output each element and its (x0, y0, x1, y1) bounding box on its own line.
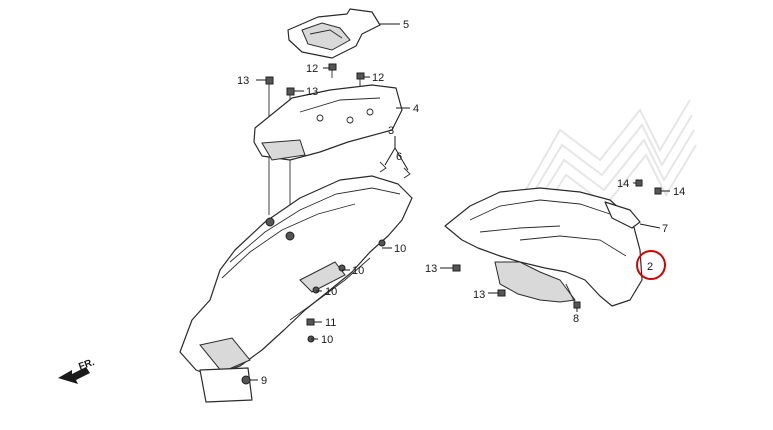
rear-fender-part[interactable] (179, 175, 413, 403)
highlight-circle (636, 250, 666, 280)
clip-6-right[interactable] (403, 167, 411, 179)
callout-6: 6 (396, 151, 402, 163)
callout-13-left: 13 (237, 75, 249, 87)
callout-12-left: 12 (306, 63, 318, 75)
callout-10-c: 10 (325, 286, 337, 298)
bolt-14-right[interactable] (654, 187, 662, 195)
callout-7: 7 (662, 223, 668, 235)
callout-12-right: 12 (372, 72, 384, 84)
callout-10-b: 10 (352, 265, 364, 277)
callout-2: 2 (647, 261, 653, 273)
callout-11: 11 (325, 317, 336, 329)
screw-10-c[interactable] (312, 286, 320, 294)
clip-6-left[interactable] (379, 161, 387, 173)
leader-lines (250, 23, 670, 381)
callout-5: 5 (403, 19, 409, 31)
bolt-13-fender-upper[interactable] (452, 264, 461, 272)
top-cover-part[interactable] (287, 8, 381, 59)
bolt-11[interactable] (306, 318, 315, 326)
callout-10-d: 10 (321, 334, 333, 346)
bolt-13-fender-lower[interactable] (497, 289, 506, 297)
screw-10-a[interactable] (378, 239, 386, 247)
rear-cover-part[interactable] (253, 84, 403, 161)
callout-13-fender-upper: 13 (425, 263, 437, 275)
callout-14-left: 14 (617, 178, 629, 190)
bolt-12-right[interactable] (356, 72, 365, 86)
watermark-logo (519, 99, 697, 246)
bracket-7[interactable] (604, 201, 641, 229)
callout-9: 9 (261, 375, 267, 387)
callout-3: 3 (388, 125, 394, 137)
callout-14-right: 14 (673, 186, 685, 198)
callout-4: 4 (413, 103, 419, 115)
inner-fender-part[interactable] (444, 187, 643, 307)
front-direction-arrow: FR. (58, 357, 96, 384)
callout-10-a: 10 (394, 243, 406, 255)
callout-8: 8 (573, 313, 579, 325)
callout-13-center: 13 (306, 86, 318, 98)
bolt-12-left[interactable] (328, 63, 337, 78)
callout-13-fender-lower: 13 (473, 289, 485, 301)
bolt-14-left[interactable] (635, 179, 643, 187)
nut-9[interactable] (241, 375, 251, 385)
front-label: FR. (77, 357, 96, 373)
